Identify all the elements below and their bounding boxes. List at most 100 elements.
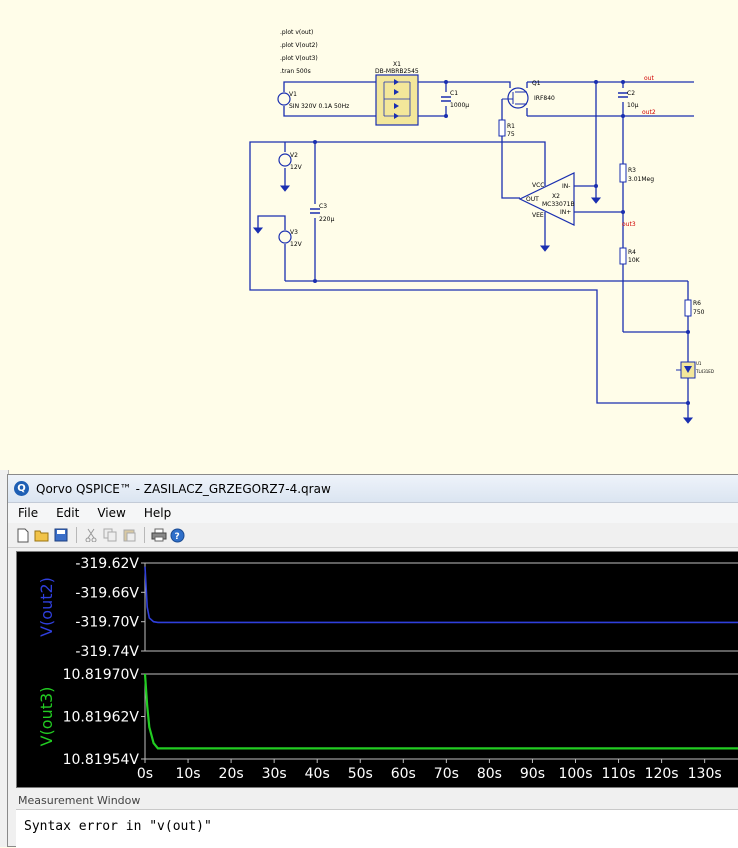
component-name: R4 [628,249,636,256]
capacitor-c3[interactable]: C3 220µ [310,203,334,223]
directive-line: .tran 500s [280,68,311,75]
component-value: 12V [290,164,303,171]
directive-line: .plot v(out) [280,29,313,36]
component-name: V3 [290,229,298,236]
menu-help[interactable]: Help [143,506,172,520]
y-tick-label: 10.81954V [63,752,140,768]
plot-pane-frame [144,562,738,652]
net-label-out2: out2 [642,109,656,116]
capacitor-c1[interactable]: C1 1000µ [441,90,469,109]
title-bar[interactable]: Q Qorvo QSPICE™ - ZASILACZ_GRZEGORZ7-4.q… [8,475,738,503]
x-tick-label: 70s [434,766,459,782]
capacitor-c2[interactable]: C2 10µ [618,90,639,109]
component-value: IRF840 [534,95,555,102]
component-value: 12V [290,241,303,248]
component-name: U1 [696,361,702,366]
component-name: R1 [507,123,515,130]
toolbar: ? [8,523,738,548]
x-tick-label: 100s [558,766,592,782]
x-tick-label: 90s [520,766,545,782]
x-tick-label: 110s [602,766,636,782]
opamp-pin-label: VCC [532,182,544,189]
paste-icon[interactable] [120,527,137,544]
component-value: 750 [693,309,705,316]
component-name: R3 [628,167,636,174]
component-name: R6 [693,300,701,307]
component-value: 10K [628,257,641,264]
resistor-r3[interactable]: R3 3.01Meg [619,163,654,183]
waveform-trace [144,566,738,624]
ground-icon [252,185,694,424]
x-tick-label: 130s [688,766,722,782]
mosfet-q1[interactable]: Q1 IRF840 [502,80,555,109]
window-title: Qorvo QSPICE™ - ZASILACZ_GRZEGORZ7-4.qra… [36,481,331,496]
toolbar-separator [76,527,77,543]
y-tick-label: -319.70V [75,615,139,631]
voltage-source-v1[interactable]: V1 SIN 320V 0.1A 50Hz [277,91,349,110]
bridge-rectifier-x1[interactable]: X1 DB-MBRB2545 [375,61,419,126]
open-folder-icon[interactable] [33,527,50,544]
waveform-plots[interactable]: -319.62V-319.66V-319.70V-319.74VV(out2)1… [17,552,738,788]
help-icon[interactable]: ? [169,527,186,544]
copy-icon[interactable] [101,527,118,544]
component-name: V2 [290,152,298,159]
opamp-pin-label: VEE [532,212,544,219]
menu-edit[interactable]: Edit [56,506,80,520]
menu-file[interactable]: File [18,506,39,520]
qspice-app-icon: Q [14,481,29,496]
component-value: MC33071B [542,201,575,208]
cut-icon[interactable] [82,527,99,544]
component-value: 220µ [319,216,334,223]
circuit-wires [249,81,694,418]
menu-view[interactable]: View [97,506,126,520]
opamp-x2[interactable]: VCC OUT VEE IN- IN+ X2 MC33071B [518,172,575,226]
new-file-icon[interactable] [14,527,31,544]
opamp-pin-label: IN+ [560,209,571,216]
y-axis-label: V(out2) [37,577,56,637]
net-label-out3: out3 [622,221,636,228]
component-value: DB-MBRB2545 [375,68,419,75]
x-tick-label: 80s [477,766,502,782]
voltage-source-v2[interactable]: V2 12V [278,152,303,171]
plot-pane-frame [144,673,738,760]
component-value: 75 [507,131,515,138]
resistor-r1[interactable]: R1 75 [498,119,515,138]
shunt-regulator-u1[interactable]: U1 TL431ED [676,361,714,379]
save-icon[interactable] [52,527,69,544]
toolbar-separator [144,527,145,543]
component-name: C3 [319,203,327,210]
x-tick-label: 10s [175,766,200,782]
component-value: TL431ED [695,369,714,374]
directive-line: .plot V(out2) [280,42,318,49]
measurement-window[interactable]: Syntax error in "v(out)" [16,809,738,848]
measurement-error-message: Syntax error in "v(out)" [24,819,212,834]
component-value: 10µ [627,102,639,109]
y-tick-label: -319.66V [75,585,139,601]
component-name: C1 [450,90,458,97]
x-tick-label: 20s [219,766,244,782]
resistor-r4[interactable]: R4 10K [619,247,641,265]
component-name: V1 [289,91,297,98]
x-tick-label: 30s [262,766,287,782]
voltage-source-v3[interactable]: V3 12V [278,229,303,248]
component-value: 3.01Meg [628,176,654,183]
component-name: Q1 [532,80,541,87]
component-name: X2 [552,193,560,200]
y-tick-label: 10.81970V [63,667,140,683]
measurement-window-title: Measurement Window [16,792,738,809]
print-icon[interactable] [150,527,167,544]
resistor-r6[interactable]: R6 750 [684,299,705,317]
x-tick-label: 40s [305,766,330,782]
schematic-canvas[interactable]: .plot v(out) .plot V(out2) .plot V(out3)… [0,0,738,470]
waveform-viewer-window[interactable]: Q Qorvo QSPICE™ - ZASILACZ_GRZEGORZ7-4.q… [7,474,738,848]
svg-text:?: ? [175,532,180,542]
y-tick-label: -319.74V [75,644,139,660]
y-axis-label: V(out3) [37,687,56,747]
menu-bar: File Edit View Help [8,503,738,523]
component-name: X1 [393,61,401,68]
opamp-pin-label: OUT [526,196,539,203]
junction-dots [313,80,690,405]
x-tick-label: 50s [348,766,373,782]
component-value: 1000µ [450,102,469,109]
